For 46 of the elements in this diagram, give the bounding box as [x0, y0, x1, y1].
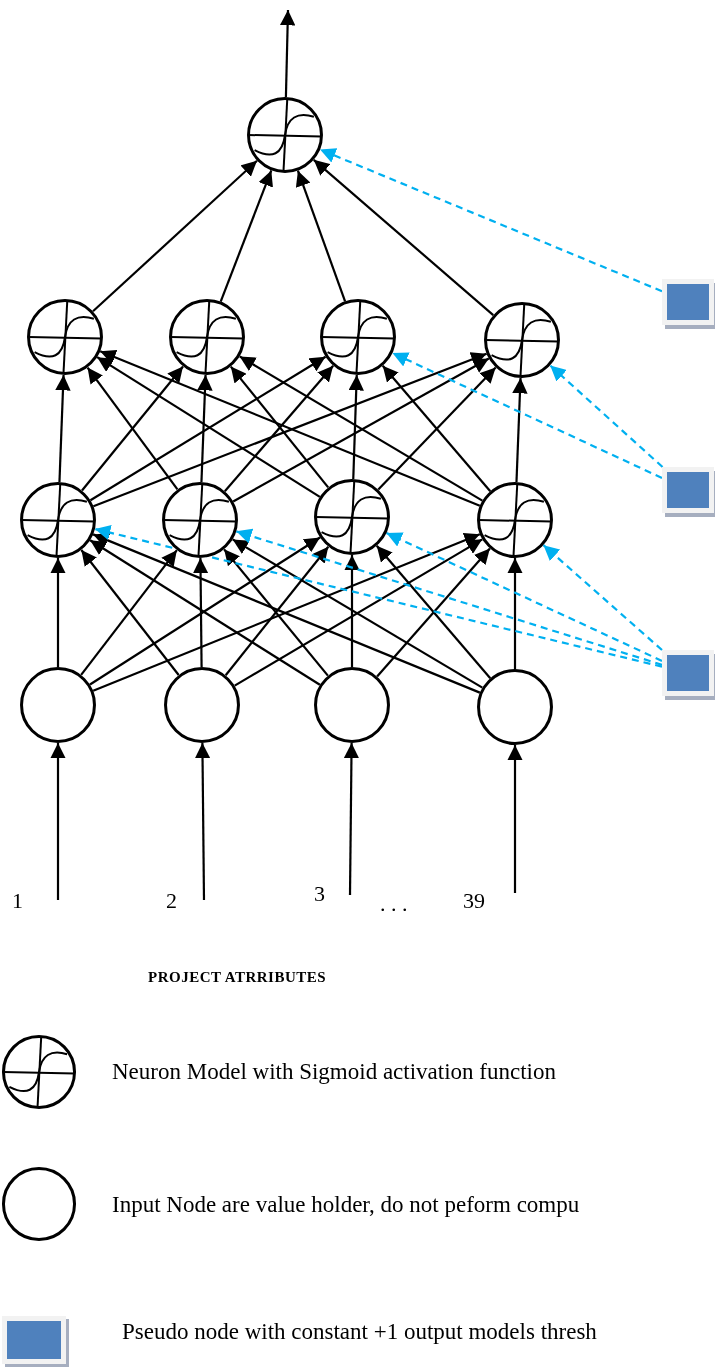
input-node-circle — [164, 667, 240, 743]
arrow — [50, 743, 66, 900]
dashed-arrow — [392, 352, 663, 479]
arrow — [512, 377, 528, 483]
dashed-arrow — [319, 148, 663, 293]
input-node-circle — [477, 669, 553, 745]
axis-caption: PROJECT ATRRIBUTES — [148, 970, 327, 985]
neuron-symbol — [477, 482, 553, 558]
neuron-symbol — [320, 299, 396, 375]
input-label: 1 — [12, 890, 23, 912]
input-label: 39 — [463, 890, 485, 912]
dashed-arrow — [542, 544, 663, 651]
arrow — [279, 9, 296, 98]
neuron-symbol — [484, 302, 560, 378]
arrow — [192, 558, 209, 667]
input-node-circle — [20, 667, 96, 743]
input-label: 2 — [166, 890, 177, 912]
arrow — [343, 743, 360, 895]
dashed-arrow — [386, 532, 663, 662]
neuron-symbol — [314, 479, 390, 555]
legend-text: Pseudo node with constant +1 output models thresh — [122, 1320, 597, 1343]
neuron-symbol — [162, 482, 238, 558]
legend-text: Neuron Model with Sigmoid activation function — [112, 1060, 556, 1083]
arrow — [194, 743, 211, 900]
arrow — [313, 159, 494, 316]
arrow — [295, 170, 347, 302]
dashed-arrow — [94, 525, 663, 668]
arrow — [197, 374, 213, 483]
input-label: . . . — [380, 893, 408, 915]
legend-text: Input Node are value holder, do not peform compu — [112, 1193, 580, 1216]
neuron-symbol — [20, 482, 96, 558]
arrow — [348, 374, 364, 480]
dashed-arrow — [549, 364, 664, 468]
dashed-arrow — [235, 528, 663, 666]
arrow — [55, 374, 71, 483]
input-label: 3 — [314, 883, 325, 905]
neuron-symbol — [27, 299, 103, 375]
arrow — [50, 558, 66, 667]
arrow — [507, 745, 523, 893]
arrow — [507, 558, 523, 669]
input-node-circle — [314, 667, 390, 743]
arrow — [219, 170, 273, 302]
arrow — [92, 159, 258, 313]
neuron-symbol — [169, 299, 245, 375]
arrow — [344, 555, 360, 667]
neuron-symbol — [247, 97, 323, 173]
